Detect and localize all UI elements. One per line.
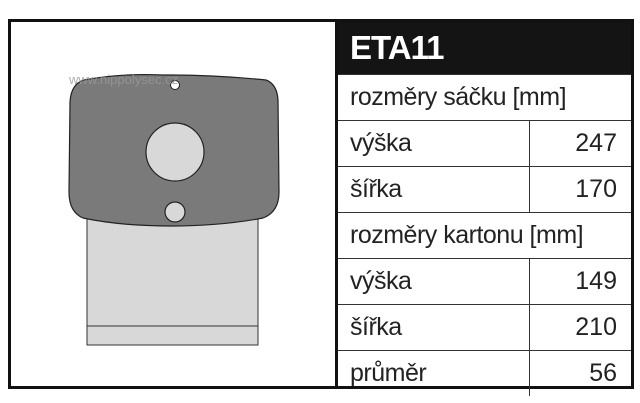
vacuum-bag-illustration: www.nippolysec.cz [68, 72, 280, 346]
product-card: www.nippolysec.cz ETA11 rozměry sáčku [m… [8, 19, 634, 396]
section-heading-bag: rozměry sáčku [mm] [338, 74, 631, 120]
bag-top-hole [170, 80, 180, 90]
model-title: ETA11 [338, 22, 631, 74]
section-heading-carton: rozměry kartonu [mm] [338, 212, 631, 258]
bag-inlet-hole [145, 122, 205, 182]
bag-mount-hole [164, 201, 186, 223]
watermark: www.nippolysec.cz [68, 72, 178, 87]
product-illustration-panel: www.nippolysec.cz [11, 22, 338, 386]
bag-paper [86, 216, 259, 346]
